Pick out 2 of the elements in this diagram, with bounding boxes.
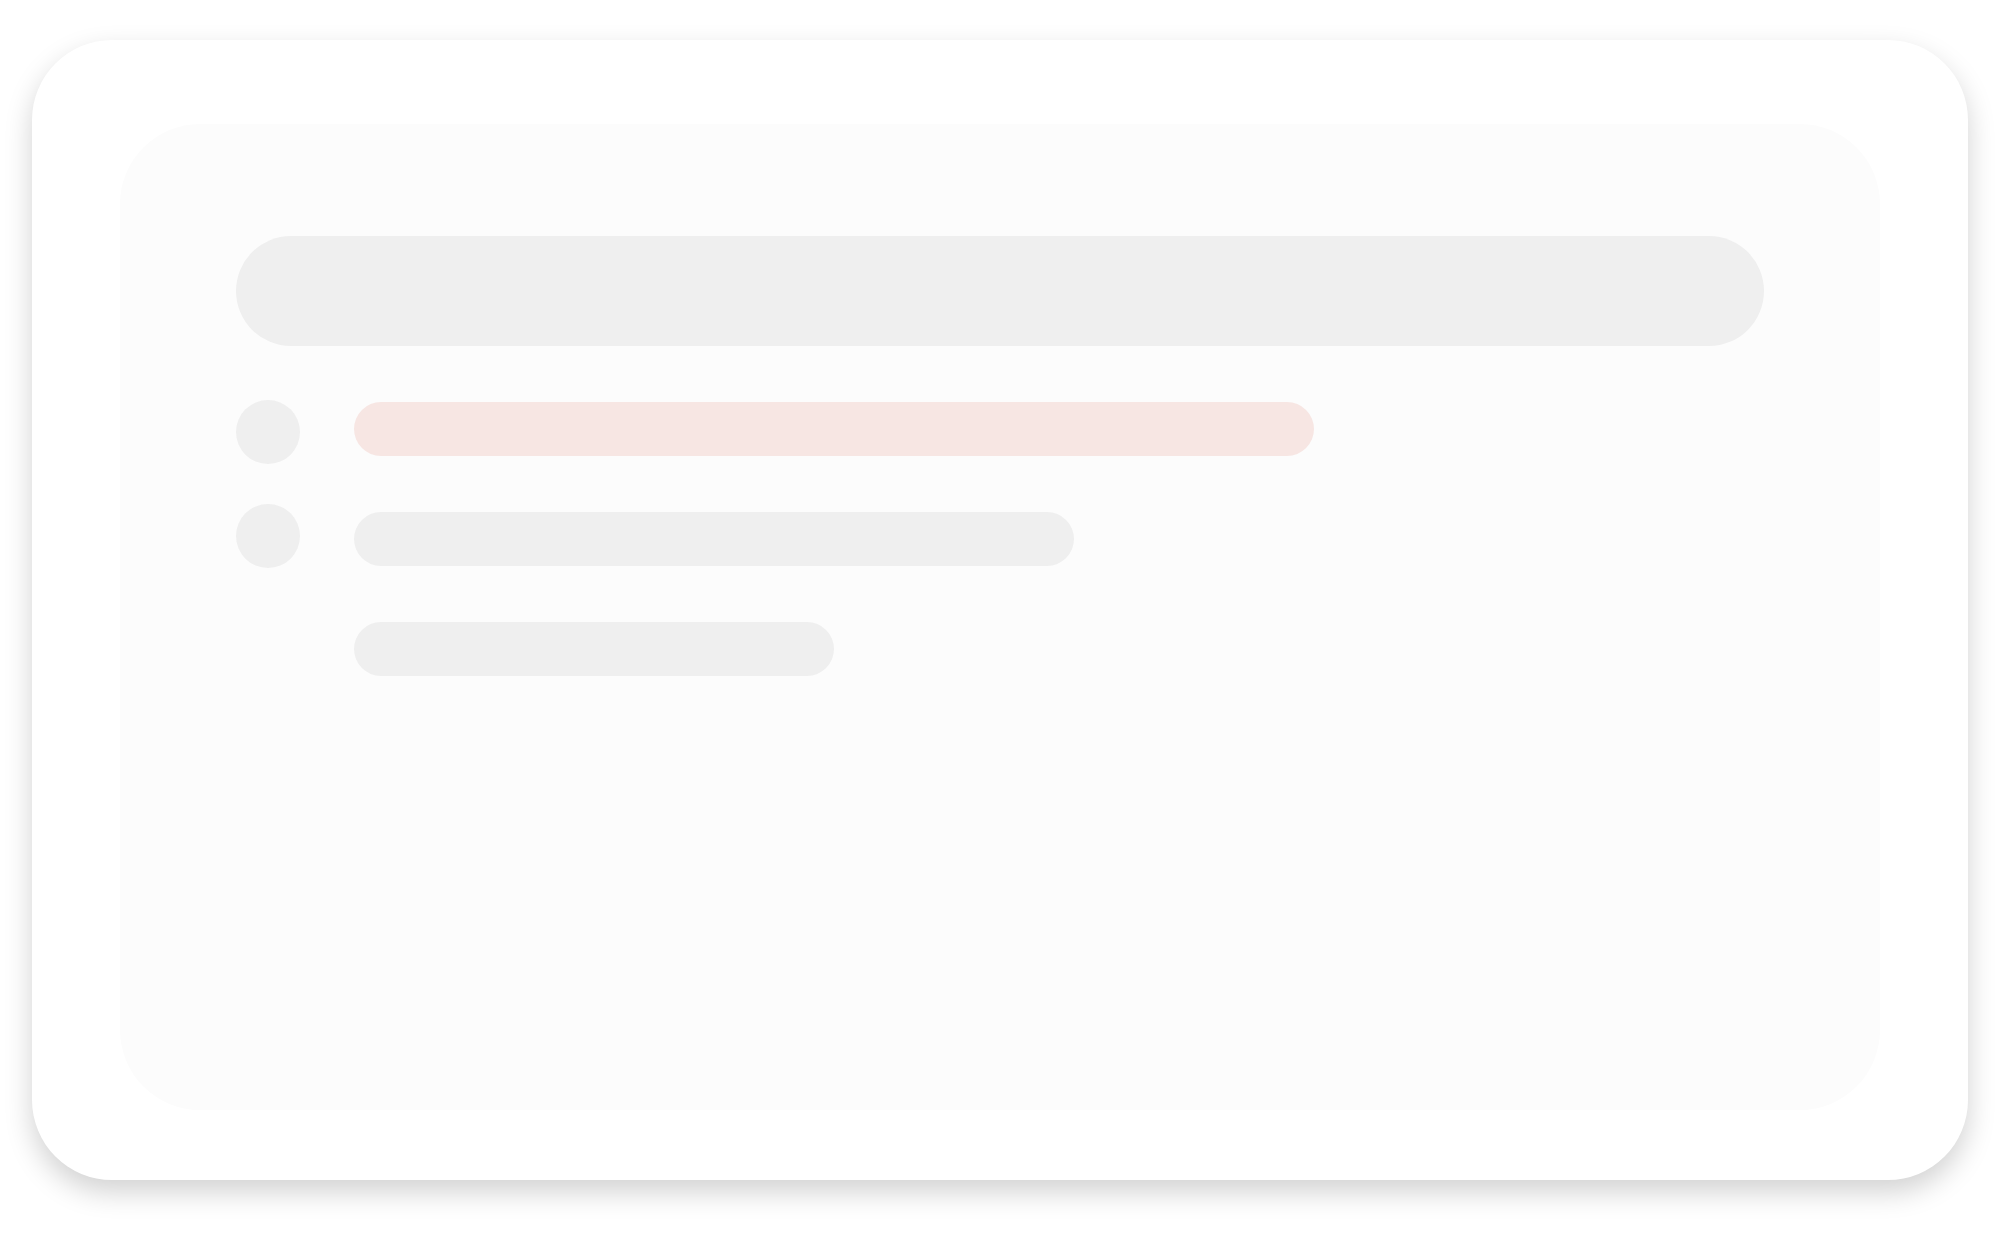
- skeleton-bar: [354, 402, 1314, 456]
- card-background: [32, 40, 1968, 1180]
